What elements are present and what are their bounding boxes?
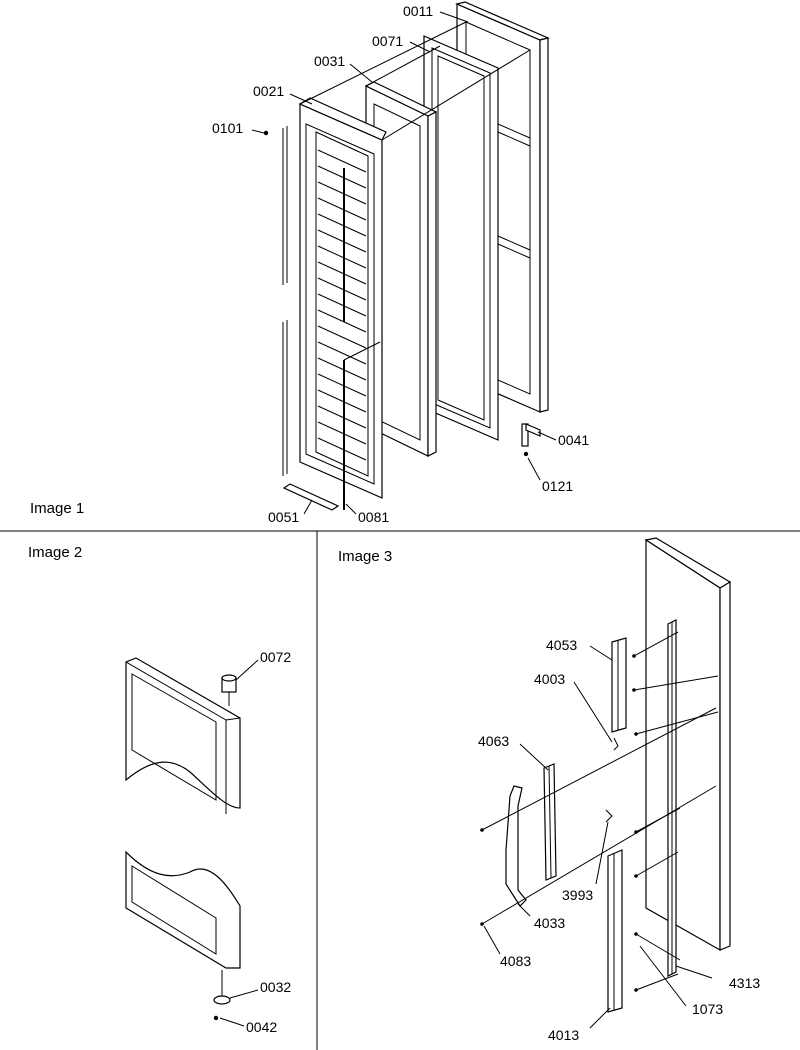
clip-3993 [605, 809, 613, 823]
screw-0101 [263, 130, 269, 136]
door-handle [505, 785, 527, 907]
door-gasket [423, 35, 499, 441]
middle-trim [543, 763, 557, 881]
panel-title-image-1: Image 1 [30, 500, 84, 517]
upper-trim [611, 637, 627, 733]
part-label: 4053 [546, 637, 577, 653]
part-label: 0081 [358, 509, 389, 525]
panel-image-3: Image 3 [338, 537, 760, 1043]
part-label: 4033 [534, 915, 565, 931]
door-bottom-fragment [125, 850, 241, 969]
part-label: 0032 [260, 979, 291, 995]
door-slab [644, 537, 732, 952]
part-label: 0121 [542, 478, 573, 494]
part-label: 0011 [403, 3, 433, 19]
panel-image-1: Image 1 [30, 1, 589, 525]
part-label: 4083 [500, 953, 531, 969]
part-label: 3993 [562, 887, 593, 903]
part-label: 0041 [558, 432, 589, 448]
part-label: 4313 [729, 975, 760, 991]
shelf-assembly [282, 97, 387, 510]
panel-title-image-2: Image 2 [28, 544, 82, 561]
part-label: 0101 [212, 120, 243, 136]
top-hinge-cap [221, 674, 237, 706]
part-label: 0021 [253, 83, 284, 99]
clip-4003 [613, 737, 619, 751]
part-label: 0072 [260, 649, 291, 665]
lower-trim [607, 849, 623, 1013]
part-label: 4063 [478, 733, 509, 749]
part-label: 1073 [692, 1001, 723, 1017]
part-label: 0051 [268, 509, 299, 525]
part-label: 0071 [372, 33, 403, 49]
part-label: 4003 [534, 671, 565, 687]
panel-title-image-3: Image 3 [338, 548, 392, 565]
part-label: 4013 [548, 1027, 579, 1043]
panel-image-2: Image 2 0072 0032 00 [28, 544, 291, 1035]
bottom-hinge [521, 423, 541, 457]
handle-rail [667, 619, 677, 977]
bottom-hinge-cap [213, 970, 231, 1021]
part-label: 0031 [314, 53, 345, 69]
part-label: 0042 [246, 1019, 277, 1035]
trim-strip [282, 483, 340, 511]
door-top-fragment [125, 657, 241, 814]
